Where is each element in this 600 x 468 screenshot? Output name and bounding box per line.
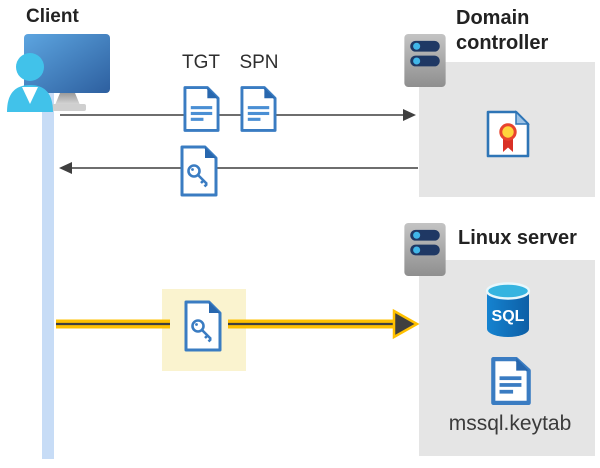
- arrowhead-right-icon: [403, 109, 416, 121]
- spn-label: SPN: [239, 52, 279, 73]
- tgt-label: TGT: [182, 52, 220, 73]
- sql-text: SQL: [492, 308, 525, 325]
- ribbon-badge-icon: [499, 123, 517, 152]
- keytab-document-icon: [491, 357, 531, 405]
- key-icon: [191, 319, 212, 343]
- monitor-icon: [24, 34, 110, 93]
- sql-database-icon: SQL: [485, 282, 531, 337]
- client-lifeline: [42, 90, 54, 459]
- certificate-icon: [486, 110, 530, 158]
- spn-document-icon: [240, 86, 277, 132]
- arrow-client-to-linux: [56, 308, 420, 340]
- key-icon: [187, 164, 208, 188]
- key-document-icon: [180, 145, 218, 197]
- linux-server-label: Linux server: [458, 227, 577, 249]
- client-user-workstation-icon: [7, 34, 110, 112]
- person-icon: [7, 53, 53, 112]
- arrowhead-yellow-icon: [392, 308, 420, 340]
- domain-controller-label: Domain controller: [456, 7, 549, 54]
- linux-server-icon: [404, 222, 446, 277]
- arrow-dc-to-client: [59, 162, 418, 174]
- keytab-filename-label: mssql.keytab: [448, 412, 572, 435]
- dc-server-icon: [404, 33, 446, 88]
- arrowhead-left-icon: [59, 162, 72, 174]
- arrow-client-to-dc: [60, 109, 416, 121]
- keytab-ticket-icon: [184, 300, 222, 352]
- tgt-document-icon: [183, 86, 220, 132]
- client-label: Client: [26, 6, 79, 27]
